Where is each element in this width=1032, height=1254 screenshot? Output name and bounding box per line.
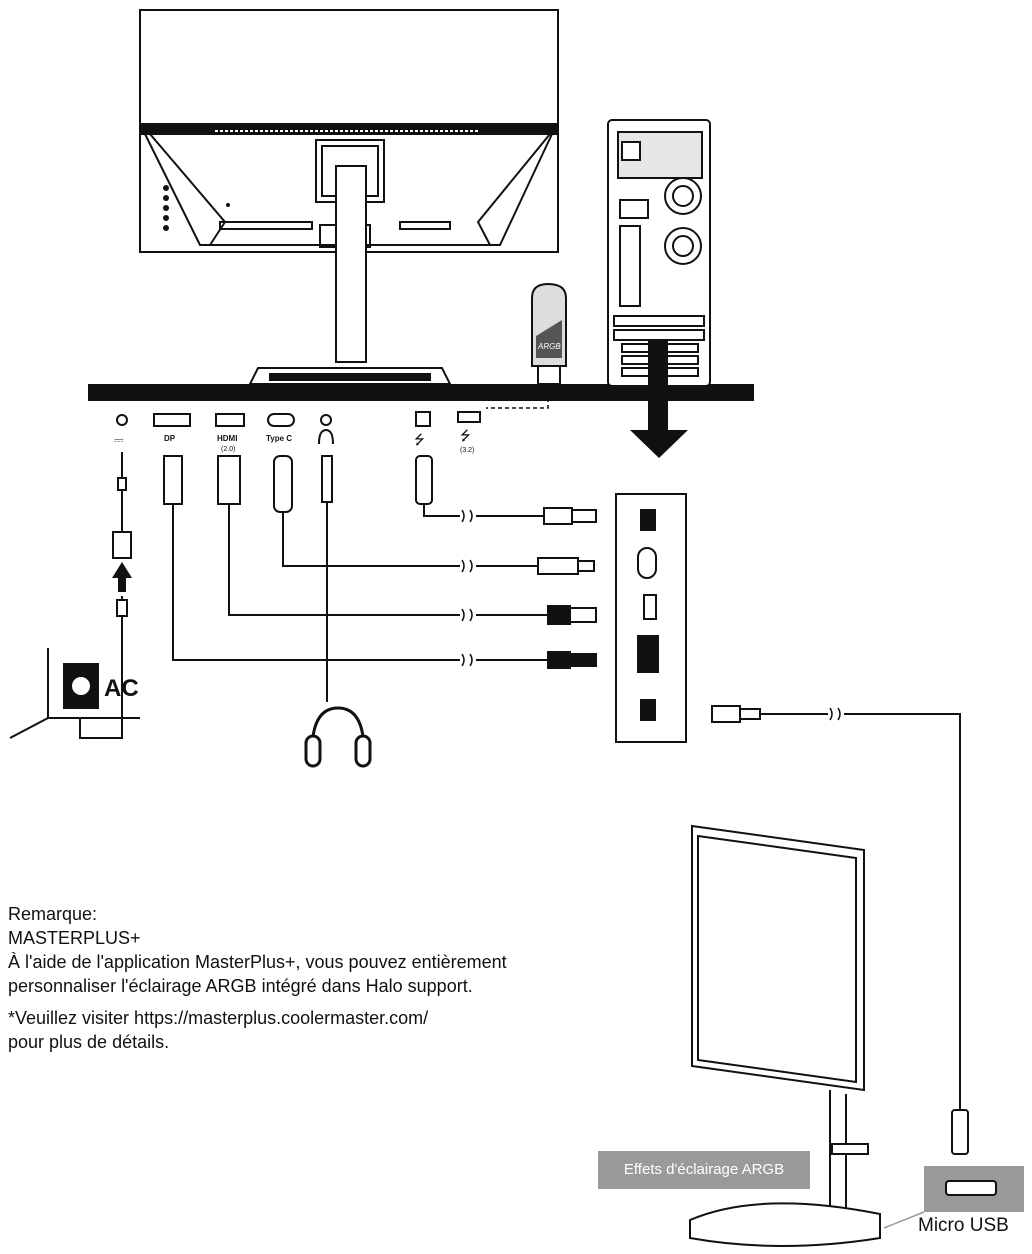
dp-label: DP <box>164 434 176 443</box>
argb-dongle-logo: ARGB <box>537 342 561 351</box>
masterplus-note: Remarque: MASTERPLUS+ À l'aide de l'appl… <box>8 902 648 1054</box>
hdmi-sub-label: (2.0) <box>221 446 235 453</box>
power-outlet-icon <box>9 648 140 739</box>
cable-end-connectors <box>537 507 597 669</box>
usb-a-sub-label: (3.2) <box>460 447 474 454</box>
cable-breaks <box>461 509 841 721</box>
argb-dongle <box>531 282 567 385</box>
typec-port-icon <box>267 413 295 427</box>
monitor-buttons <box>163 185 230 231</box>
micro-usb-callout <box>883 1166 1024 1229</box>
usb-b-port-icon <box>415 411 431 427</box>
note-line-2: MASTERPLUS+ <box>8 928 141 948</box>
usb-a-label: ⭍ <box>460 428 471 443</box>
dp-port-icon <box>153 413 191 427</box>
headphones-icon <box>304 706 372 768</box>
dc-label: ⎓ <box>114 433 124 447</box>
usb-b-label: ⭍ <box>414 432 425 447</box>
headphone-jack-icon <box>320 414 332 426</box>
desk-shelf <box>88 384 754 401</box>
note-line-5: *Veuillez visiter https://masterplus.coo… <box>8 1008 429 1028</box>
hdmi-label: HDMI <box>217 434 237 443</box>
port-icons <box>116 411 481 427</box>
monitor-rear <box>139 9 559 385</box>
monitor-port-panel <box>615 493 687 743</box>
headphone-port-icon <box>318 428 334 445</box>
ac-label: AC <box>104 675 139 702</box>
monitor-side <box>689 824 881 1247</box>
hdmi-port-icon <box>215 413 245 427</box>
note-line-3: À l'aide de l'application MasterPlus+, v… <box>8 952 507 972</box>
argb-effects-label: Effets d'éclairage ARGB <box>598 1151 810 1189</box>
micro-usb-cable <box>711 705 969 1155</box>
cables <box>79 452 548 739</box>
typec-label: Type C <box>266 434 292 443</box>
dongle-dashed-link <box>486 384 549 409</box>
usb-a-port-icon <box>457 411 481 423</box>
dc-in-port-icon <box>116 414 128 426</box>
note-line-6: pour plus de détails. <box>8 1032 170 1052</box>
note-line-1: Remarque: <box>8 904 98 924</box>
arrow-up-icon <box>112 562 132 592</box>
micro-usb-label: Micro USB <box>918 1215 1009 1236</box>
arrow-down-icon <box>630 340 688 458</box>
note-line-4: personnaliser l'éclairage ARGB intégré d… <box>8 976 473 996</box>
